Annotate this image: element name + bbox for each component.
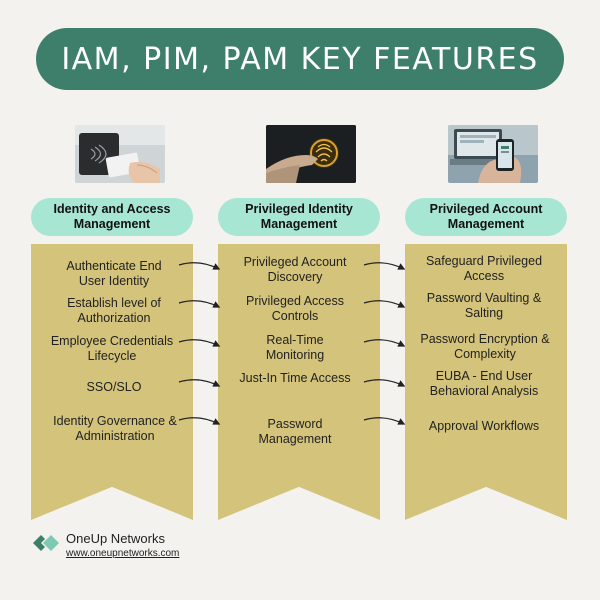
iam-item-2: Establish level of Authorization xyxy=(67,296,161,325)
phone-laptop-photo xyxy=(448,125,538,183)
iam-item-3: Employee Credentials Lifecycle xyxy=(50,334,174,363)
pim-item-2: Privileged Access Controls xyxy=(246,294,344,323)
pim-heading: Privileged Identity Management xyxy=(218,198,380,236)
title-banner: IAM, PIM, PAM KEY FEATURES xyxy=(36,28,564,90)
fingerprint-scanner-photo xyxy=(266,125,356,183)
pim-item-5: Password Management xyxy=(258,417,332,446)
pam-item-2: Password Vaulting & Salting xyxy=(426,291,542,320)
iam-item-5: Identity Governance & Administration xyxy=(53,414,177,443)
pam-item-5: Approval Workflows xyxy=(428,419,540,433)
iam-heading: Identity and Access Management xyxy=(31,198,193,236)
company-name: OneUp Networks xyxy=(66,531,165,546)
pim-item-3: Real-Time Monitoring xyxy=(265,333,325,362)
pam-item-3: Password Encryption & Complexity xyxy=(420,332,550,361)
pam-heading: Privileged Account Management xyxy=(405,198,567,236)
company-url[interactable]: www.oneupnetworks.com xyxy=(66,548,180,559)
pim-ribbon xyxy=(218,244,380,520)
oneup-logo-icon xyxy=(33,535,59,551)
page-title: IAM, PIM, PAM KEY FEATURES xyxy=(61,41,539,77)
pam-item-1: Safeguard Privileged Access xyxy=(425,254,543,283)
pim-item-1: Privileged Account Discovery xyxy=(243,255,347,284)
pam-item-4: EUBA - End User Behavioral Analysis xyxy=(429,369,539,398)
card-reader-photo xyxy=(75,125,165,183)
pam-ribbon xyxy=(405,244,567,520)
iam-item-4: SSO/SLO xyxy=(86,380,142,394)
iam-ribbon xyxy=(31,244,193,520)
iam-item-1: Authenticate End User Identity xyxy=(66,259,162,288)
pim-item-4: Just-In Time Access xyxy=(239,371,351,385)
